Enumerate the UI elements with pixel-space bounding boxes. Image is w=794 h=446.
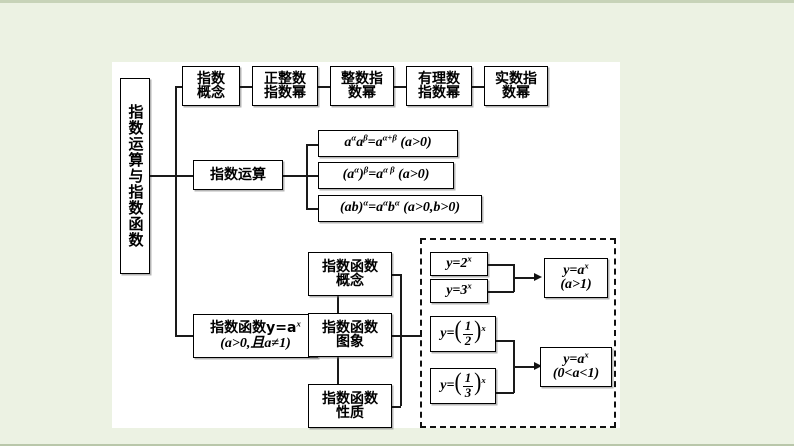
growing-join-arrow-head bbox=[534, 273, 542, 281]
formula-product-rule-text: aαaβ=aα+β (a>0) bbox=[344, 132, 432, 151]
example-y-2x-text: y=2x bbox=[446, 253, 472, 271]
node-positive-integer-power-line2: 指数幂 bbox=[264, 85, 306, 101]
node-exponent-operation[interactable]: 指数运算 bbox=[193, 160, 283, 190]
node-real-power-line1: 实数指 bbox=[495, 70, 537, 87]
root-title-box: 指数运算与指数函数 bbox=[120, 78, 150, 274]
formula-product-power-rule[interactable]: (ab)α=aαbα (a>0,b>0) bbox=[318, 195, 482, 222]
operation-to-formula-2 bbox=[306, 175, 318, 177]
node-exponential-function-line1: 指数函数y=ax bbox=[210, 318, 301, 337]
half-denominator: 2 bbox=[464, 333, 472, 348]
node-function-graph-line2: 图象 bbox=[336, 334, 364, 350]
node-function-concept-line1: 指数函数 bbox=[322, 258, 378, 275]
operation-to-formula-3 bbox=[306, 208, 318, 210]
node-rational-power[interactable]: 有理数 指数幂 bbox=[406, 66, 472, 106]
example-y-half-x-exponent: x bbox=[481, 323, 486, 334]
formula-power-rule-text: (aα)β=aα β (a>0) bbox=[342, 164, 430, 183]
link-int-to-rational bbox=[394, 86, 406, 88]
subtopic-right-stub-1 bbox=[392, 274, 401, 276]
third-denominator: 3 bbox=[464, 385, 472, 400]
operation-to-formula-1 bbox=[306, 144, 318, 146]
third-numerator: 1 bbox=[462, 371, 474, 387]
example-y-3x-exponent: x bbox=[467, 280, 472, 291]
decaying-join-top bbox=[496, 340, 514, 342]
node-function-concept[interactable]: 指数函数 概念 bbox=[308, 252, 392, 296]
growing-join-top bbox=[488, 264, 514, 266]
node-positive-integer-power-line1: 正整数 bbox=[264, 70, 306, 87]
root-connector-stem bbox=[150, 175, 176, 177]
link-concept-to-posint bbox=[240, 86, 252, 88]
example-y-3x[interactable]: y=3x bbox=[430, 279, 488, 303]
node-function-property[interactable]: 指数函数 性质 bbox=[308, 384, 392, 428]
subtopic-to-graphgroup bbox=[400, 335, 422, 337]
node-integer-power[interactable]: 整数指 数幂 bbox=[330, 66, 394, 106]
half-numerator: 1 bbox=[462, 319, 474, 335]
result-growing-line2: (a>1) bbox=[560, 277, 592, 292]
link-posint-to-int bbox=[318, 86, 330, 88]
result-decaying-exponent: x bbox=[584, 349, 589, 360]
slide-top-border bbox=[0, 0, 794, 3]
node-exponential-function-line2: (a>0,且a≠1) bbox=[220, 335, 291, 351]
node-function-property-line2: 性质 bbox=[336, 405, 364, 421]
subtopic-right-spine bbox=[400, 274, 402, 406]
root-title-label: 指数运算与指数函数 bbox=[126, 104, 145, 248]
result-decaying-line1: y=ax bbox=[563, 349, 589, 367]
node-integer-power-line2: 数幂 bbox=[348, 85, 376, 101]
node-exponential-function-exponent: x bbox=[296, 318, 301, 329]
growing-join-arrow-stem bbox=[513, 277, 535, 279]
decaying-join-bottom bbox=[496, 392, 514, 394]
root-branch-to-operation bbox=[175, 175, 193, 177]
result-decaying-line2: (0<a<1) bbox=[552, 366, 600, 381]
operation-out-stem bbox=[283, 175, 307, 177]
formula-power-rule[interactable]: (aα)β=aα β (a>0) bbox=[318, 162, 454, 189]
result-decaying[interactable]: y=ax (0<a<1) bbox=[540, 347, 612, 387]
growing-join-bottom bbox=[488, 291, 514, 293]
example-y-2x[interactable]: y=2x bbox=[430, 252, 488, 276]
decaying-join-arrow-stem bbox=[513, 366, 535, 368]
result-growing-exponent: x bbox=[584, 260, 589, 271]
root-branch-to-function bbox=[175, 335, 193, 337]
node-rational-power-line2: 指数幂 bbox=[418, 85, 460, 101]
formula-product-rule[interactable]: aαaβ=aα+β (a>0) bbox=[318, 130, 458, 157]
node-exponent-concept-line1: 指数 bbox=[197, 70, 225, 87]
node-real-power[interactable]: 实数指 数幂 bbox=[484, 66, 548, 106]
node-integer-power-line1: 整数指 bbox=[341, 70, 383, 87]
node-exponent-concept[interactable]: 指数 概念 bbox=[182, 66, 240, 106]
example-y-third-x-exponent: x bbox=[481, 375, 486, 386]
node-function-graph[interactable]: 指数函数 图象 bbox=[308, 313, 392, 357]
node-function-concept-line2: 概念 bbox=[336, 273, 364, 289]
node-exponent-concept-line2: 概念 bbox=[197, 85, 225, 101]
result-growing[interactable]: y=ax (a>1) bbox=[544, 258, 608, 298]
node-real-power-line2: 数幂 bbox=[502, 85, 530, 101]
example-y-2x-exponent: x bbox=[467, 253, 472, 264]
node-exponent-operation-label: 指数运算 bbox=[210, 166, 266, 183]
link-rational-to-real bbox=[472, 86, 484, 88]
diagram-panel: 指数运算与指数函数 指数 概念 正整数 指数幂 整数指 数幂 有理数 指数幂 bbox=[112, 62, 620, 428]
decaying-join-arrow-head bbox=[534, 362, 542, 370]
node-function-property-line1: 指数函数 bbox=[322, 390, 378, 407]
subtopic-right-stub-2 bbox=[392, 335, 401, 337]
graph-group-dashed-container bbox=[420, 238, 616, 428]
node-rational-power-line1: 有理数 bbox=[418, 70, 460, 87]
example-y-3x-text: y=3x bbox=[446, 280, 472, 298]
node-positive-integer-power[interactable]: 正整数 指数幂 bbox=[252, 66, 318, 106]
node-exponential-function[interactable]: 指数函数y=ax (a>0,且a≠1) bbox=[193, 314, 318, 358]
subtopic-right-stub-3 bbox=[392, 406, 401, 408]
formula-product-power-rule-text: (ab)α=aαbα (a>0,b>0) bbox=[339, 197, 461, 216]
root-connector-spine bbox=[175, 86, 177, 336]
node-function-graph-line1: 指数函数 bbox=[322, 319, 378, 336]
result-growing-line1: y=ax bbox=[563, 260, 589, 278]
